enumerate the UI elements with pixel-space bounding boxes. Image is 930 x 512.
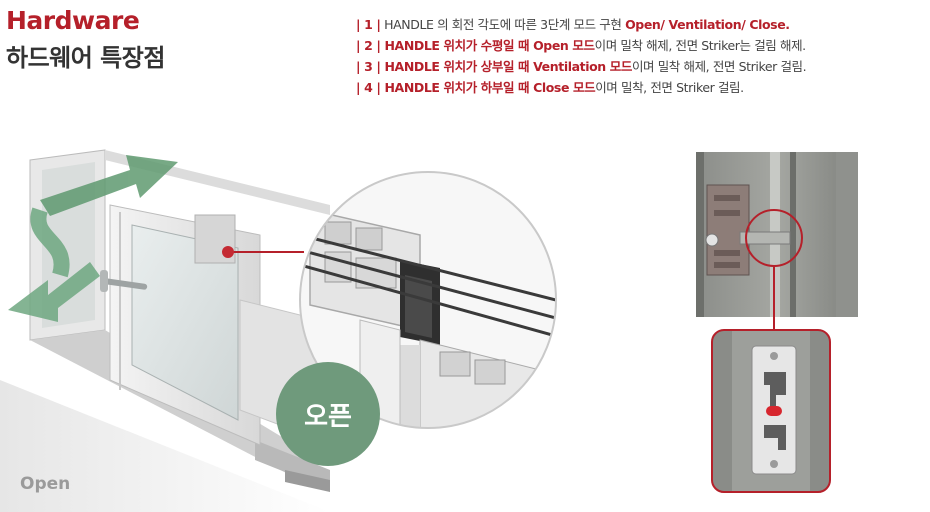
feature-list: | 1 | HANDLE 의 회전 각도에 따른 3단계 모드 구현 Open/… <box>356 14 926 98</box>
feature-text: 이며 밀착 해제, 전면 Striker는 걸림 해제. <box>594 38 807 53</box>
window-handle <box>100 270 148 292</box>
mode-badge <box>276 362 380 466</box>
feature-number: | 4 | <box>356 80 381 95</box>
feature-number: | 2 | <box>356 38 381 53</box>
page-subtitle: 하드웨어 특장점 <box>6 44 165 72</box>
feature-item: | 2 | HANDLE 위치가 수평일 때 Open 모드이며 밀착 해제, … <box>356 35 926 56</box>
feature-number: | 3 | <box>356 59 381 74</box>
detail-connector <box>745 209 803 330</box>
feature-text: HANDLE 의 회전 각도에 따른 3단계 모드 구현 <box>380 17 626 32</box>
opening-arrow-icon <box>8 155 178 322</box>
feature-text: 이며 밀착, 전면 Striker 걸림. <box>595 80 744 95</box>
feature-item: | 4 | HANDLE 위치가 하부일 때 Close 모드이며 밀착, 전면… <box>356 77 926 98</box>
floor-shadow <box>0 380 330 512</box>
page-title: Hardware <box>6 6 140 35</box>
feature-text: Open/ Ventilation/ Close. <box>625 17 790 32</box>
window-sash <box>109 204 261 446</box>
striker-detail-view <box>711 329 831 493</box>
mode-badge-label: 오픈 <box>304 402 352 432</box>
callout-pointer <box>222 246 304 258</box>
feature-text: HANDLE 위치가 하부일 때 Close 모드 <box>380 80 596 95</box>
feature-text: HANDLE 위치가 수평일 때 Open 모드 <box>380 38 595 53</box>
feature-item: | 3 | HANDLE 위치가 상부일 때 Ventilation 모드이며 … <box>356 56 926 77</box>
feature-text: 이며 밀착 해제, 전면 Striker 걸림. <box>631 59 807 74</box>
feature-text: HANDLE 위치가 상부일 때 Ventilation 모드 <box>380 59 632 74</box>
feature-item: | 1 | HANDLE 의 회전 각도에 따른 3단계 모드 구현 Open/… <box>356 14 926 35</box>
striker-photo <box>696 152 858 317</box>
feature-number: | 1 | <box>356 17 381 32</box>
mode-label: Open <box>20 474 71 494</box>
